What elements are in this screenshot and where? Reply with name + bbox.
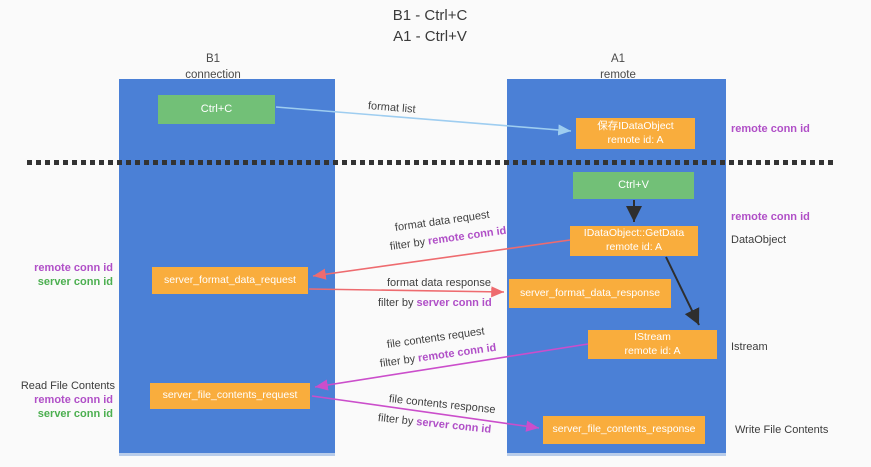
filter-keyword-server-conn-id: server conn id — [415, 416, 492, 436]
annotation-remote-conn-id-mid: remote conn id — [731, 211, 810, 223]
lifeline-a1-name: A1 — [610, 53, 626, 65]
node-ctrl-v: Ctrl+V — [573, 172, 694, 199]
node-server-format-data-response: server_format_data_response — [509, 279, 671, 308]
node-server-format-data-request-label: server_format_data_request — [164, 273, 296, 286]
annotation-left-server-conn-id-2: server conn id — [37, 408, 113, 420]
flow-label-format-data-response: format data response — [387, 277, 491, 289]
node-idataobject-getdata: IDataObject::GetData remote id: A — [570, 226, 698, 256]
node-save-idataobject-line1: 保存IDataObject — [597, 119, 674, 132]
node-istream-line2: remote id: A — [624, 344, 681, 357]
filter-keyword-remote-conn-id: remote conn id — [417, 341, 498, 365]
annotation-remote-conn-id-top: remote conn id — [731, 123, 810, 135]
filter-keyword-remote-conn-id: remote conn id — [427, 224, 508, 248]
annotation-read-file-contents: Read File Contents — [20, 380, 115, 392]
title-line-1: B1 - Ctrl+C — [392, 7, 468, 24]
phase-divider-dashed-line — [27, 160, 833, 165]
node-server-format-data-response-label: server_format_data_response — [519, 286, 661, 299]
diagram-title: B1 - Ctrl+C A1 - Ctrl+V — [320, 6, 540, 47]
lifeline-b1-role: connection — [185, 69, 241, 82]
annotation-write-file-contents: Write File Contents — [735, 424, 829, 436]
annotation-left-remote-conn-id-1: remote conn id — [34, 262, 113, 274]
node-server-file-contents-request: server_file_contents_request — [150, 383, 310, 409]
lifeline-a1-role: remote — [600, 69, 636, 82]
node-istream: IStream remote id: A — [588, 330, 717, 359]
node-idataobject-getdata-line1: IDataObject::GetData — [583, 227, 685, 240]
flow-label-file-contents-response: file contents response — [388, 393, 497, 417]
node-ctrl-v-label: Ctrl+V — [618, 179, 649, 192]
lifeline-header-a1: A1 remote — [558, 51, 678, 83]
filter-prefix: filter by — [377, 412, 417, 428]
flow-label-filter-server-conn-1: filter by server conn id — [378, 297, 492, 309]
node-server-file-contents-response-label: server_file_contents_response — [552, 423, 696, 436]
annotation-istream: Istream — [731, 341, 768, 353]
filter-keyword-server-conn-id: server conn id — [416, 297, 492, 309]
filter-prefix: filter by — [379, 352, 419, 370]
annotation-dataobject: DataObject — [731, 234, 787, 246]
node-ctrl-c-label: Ctrl+C — [200, 103, 233, 116]
filter-prefix: filter by — [378, 297, 417, 309]
annotation-left-server-conn-id-1: server conn id — [37, 276, 113, 288]
filter-prefix: filter by — [389, 235, 429, 253]
flow-label-format-list: format list — [367, 100, 417, 116]
node-server-format-data-request: server_format_data_request — [152, 267, 308, 294]
lifeline-header-b1: B1 connection — [153, 51, 273, 83]
lifeline-b1-name: B1 — [205, 53, 221, 65]
node-idataobject-getdata-line2: remote id: A — [605, 241, 663, 253]
node-save-idataobject: 保存IDataObject remote id: A — [576, 118, 695, 149]
flow-label-filter-server-conn-2: filter by server conn id — [377, 412, 491, 436]
arrow-format-data-response — [308, 286, 505, 298]
node-save-idataobject-line2: remote id: A — [607, 133, 664, 146]
node-ctrl-c: Ctrl+C — [158, 95, 275, 124]
title-line-2: A1 - Ctrl+V — [393, 27, 467, 45]
node-server-file-contents-response: server_file_contents_response — [543, 416, 705, 444]
node-server-file-contents-request-label: server_file_contents_request — [162, 389, 298, 402]
node-istream-line1: IStream — [634, 330, 671, 343]
annotation-left-remote-conn-id-2: remote conn id — [34, 394, 113, 406]
